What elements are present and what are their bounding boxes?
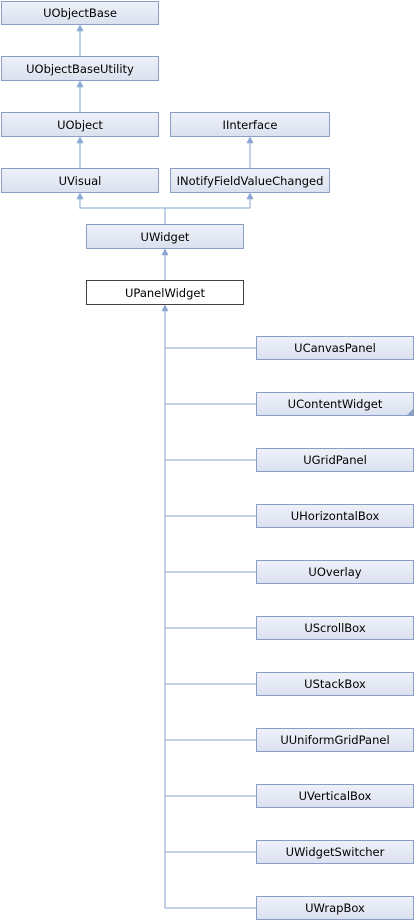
node-ucanvaspanel[interactable]: UCanvasPanel — [256, 336, 414, 360]
node-ustackbox[interactable]: UStackBox — [256, 672, 414, 696]
collapsed-marker-icon — [407, 409, 413, 415]
node-inotifyfieldvaluechanged[interactable]: INotifyFieldValueChanged — [170, 168, 330, 193]
node-uscrollbox[interactable]: UScrollBox — [256, 616, 414, 640]
node-uuniformgridpanel[interactable]: UUniformGridPanel — [256, 728, 414, 752]
node-uobjectbase[interactable]: UObjectBase — [1, 1, 159, 25]
node-uverticalbox[interactable]: UVerticalBox — [256, 784, 414, 808]
node-upanelwidget: UPanelWidget — [86, 280, 244, 305]
node-uwidget[interactable]: UWidget — [86, 224, 244, 249]
node-uhorizontalbox[interactable]: UHorizontalBox — [256, 504, 414, 528]
node-iinterface[interactable]: IInterface — [170, 112, 330, 137]
node-uvisual[interactable]: UVisual — [1, 168, 159, 193]
node-ugridpanel[interactable]: UGridPanel — [256, 448, 414, 472]
node-uobject[interactable]: UObject — [1, 112, 159, 137]
node-uoverlay[interactable]: UOverlay — [256, 560, 414, 584]
node-uobjectbaseutility[interactable]: UObjectBaseUtility — [1, 56, 159, 81]
node-ucontentwidget[interactable]: UContentWidget — [256, 392, 414, 416]
node-uwrapbox[interactable]: UWrapBox — [256, 896, 414, 920]
edge-uwidget-inotify — [165, 192, 254, 209]
node-uwidgetswitcher[interactable]: UWidgetSwitcher — [256, 840, 414, 864]
edge-uwidget-uvisual — [76, 192, 166, 224]
